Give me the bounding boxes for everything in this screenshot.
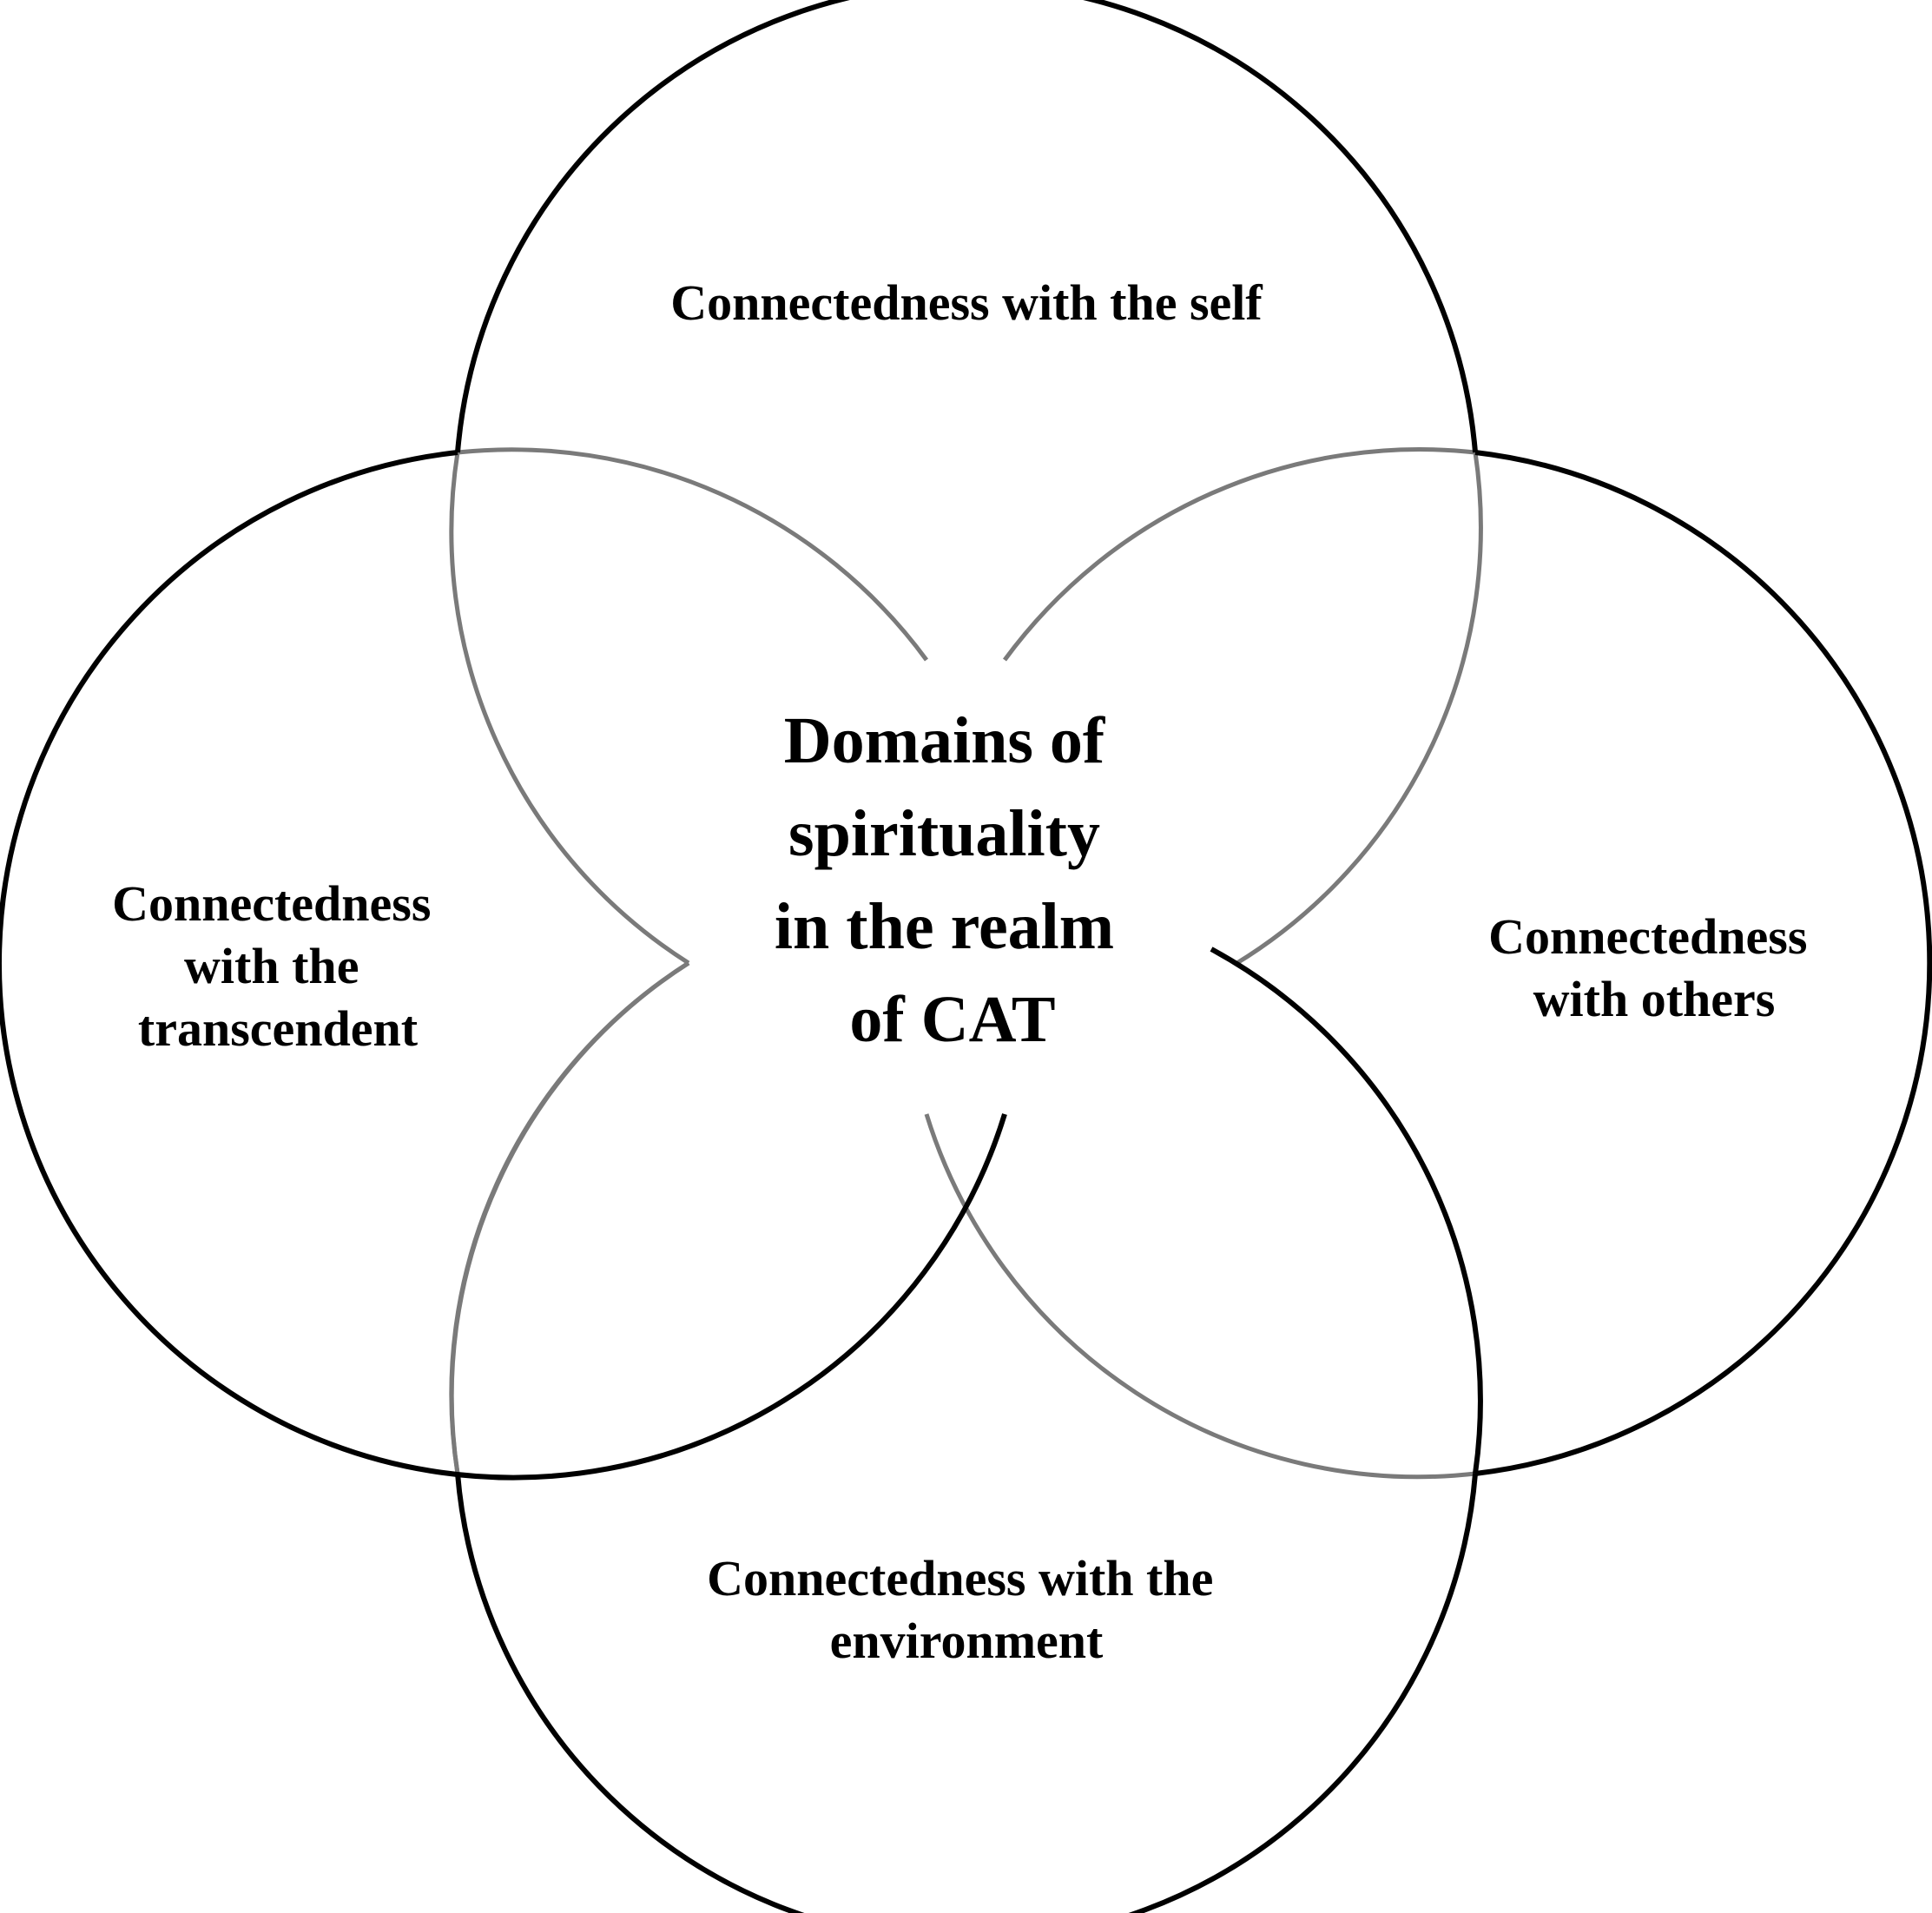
domain-label-left-line-3: transcendent [138, 1000, 419, 1057]
bottom-circle [455, 1473, 1478, 1913]
right-circle-inner-arc [1002, 447, 1476, 662]
top-circle [455, 0, 1478, 453]
domain-label-left-line-1: Connectedness [112, 875, 431, 932]
center-title-line-4: of CAT [849, 983, 1055, 1056]
domain-label-left: Connectedness with the transcendent [112, 875, 444, 1057]
domain-label-bottom-line-1: Connectedness with the [707, 1550, 1213, 1606]
left-circle [0, 450, 1007, 1481]
center-title: Domains of spirituality in the realm of … [775, 704, 1131, 1056]
right-circle-lower-arc [1210, 947, 1483, 1474]
top-circle-inner-arc-2 [1234, 452, 1483, 966]
center-title-line-1: Domains of [784, 704, 1106, 777]
domain-label-bottom: Connectedness with the environment [707, 1550, 1226, 1669]
domain-label-left-line-2: with the [184, 938, 359, 994]
domain-label-right: Connectedness with others [1488, 908, 1820, 1027]
domain-label-right-line-1: Connectedness [1488, 908, 1807, 965]
left-circle-inner-arc-2 [449, 960, 690, 1474]
right-circle [1474, 450, 1932, 1476]
domain-label-top-line: Connectedness with the self [670, 274, 1263, 331]
right-circle-inner-arc-2 [924, 1113, 1476, 1480]
domain-label-bottom-line-2: environment [830, 1613, 1104, 1669]
domain-label-top: Connectedness with the self [670, 274, 1263, 331]
domain-label-right-line-2: with others [1533, 971, 1776, 1027]
left-circle-inner-arc [457, 447, 929, 662]
center-title-line-2: spirituality [788, 797, 1100, 870]
center-title-line-3: in the realm [775, 890, 1114, 963]
inner-arcs [449, 447, 1483, 1480]
bottom-circle-inner-arc [449, 960, 690, 1474]
top-circle-inner-arc [449, 452, 690, 966]
